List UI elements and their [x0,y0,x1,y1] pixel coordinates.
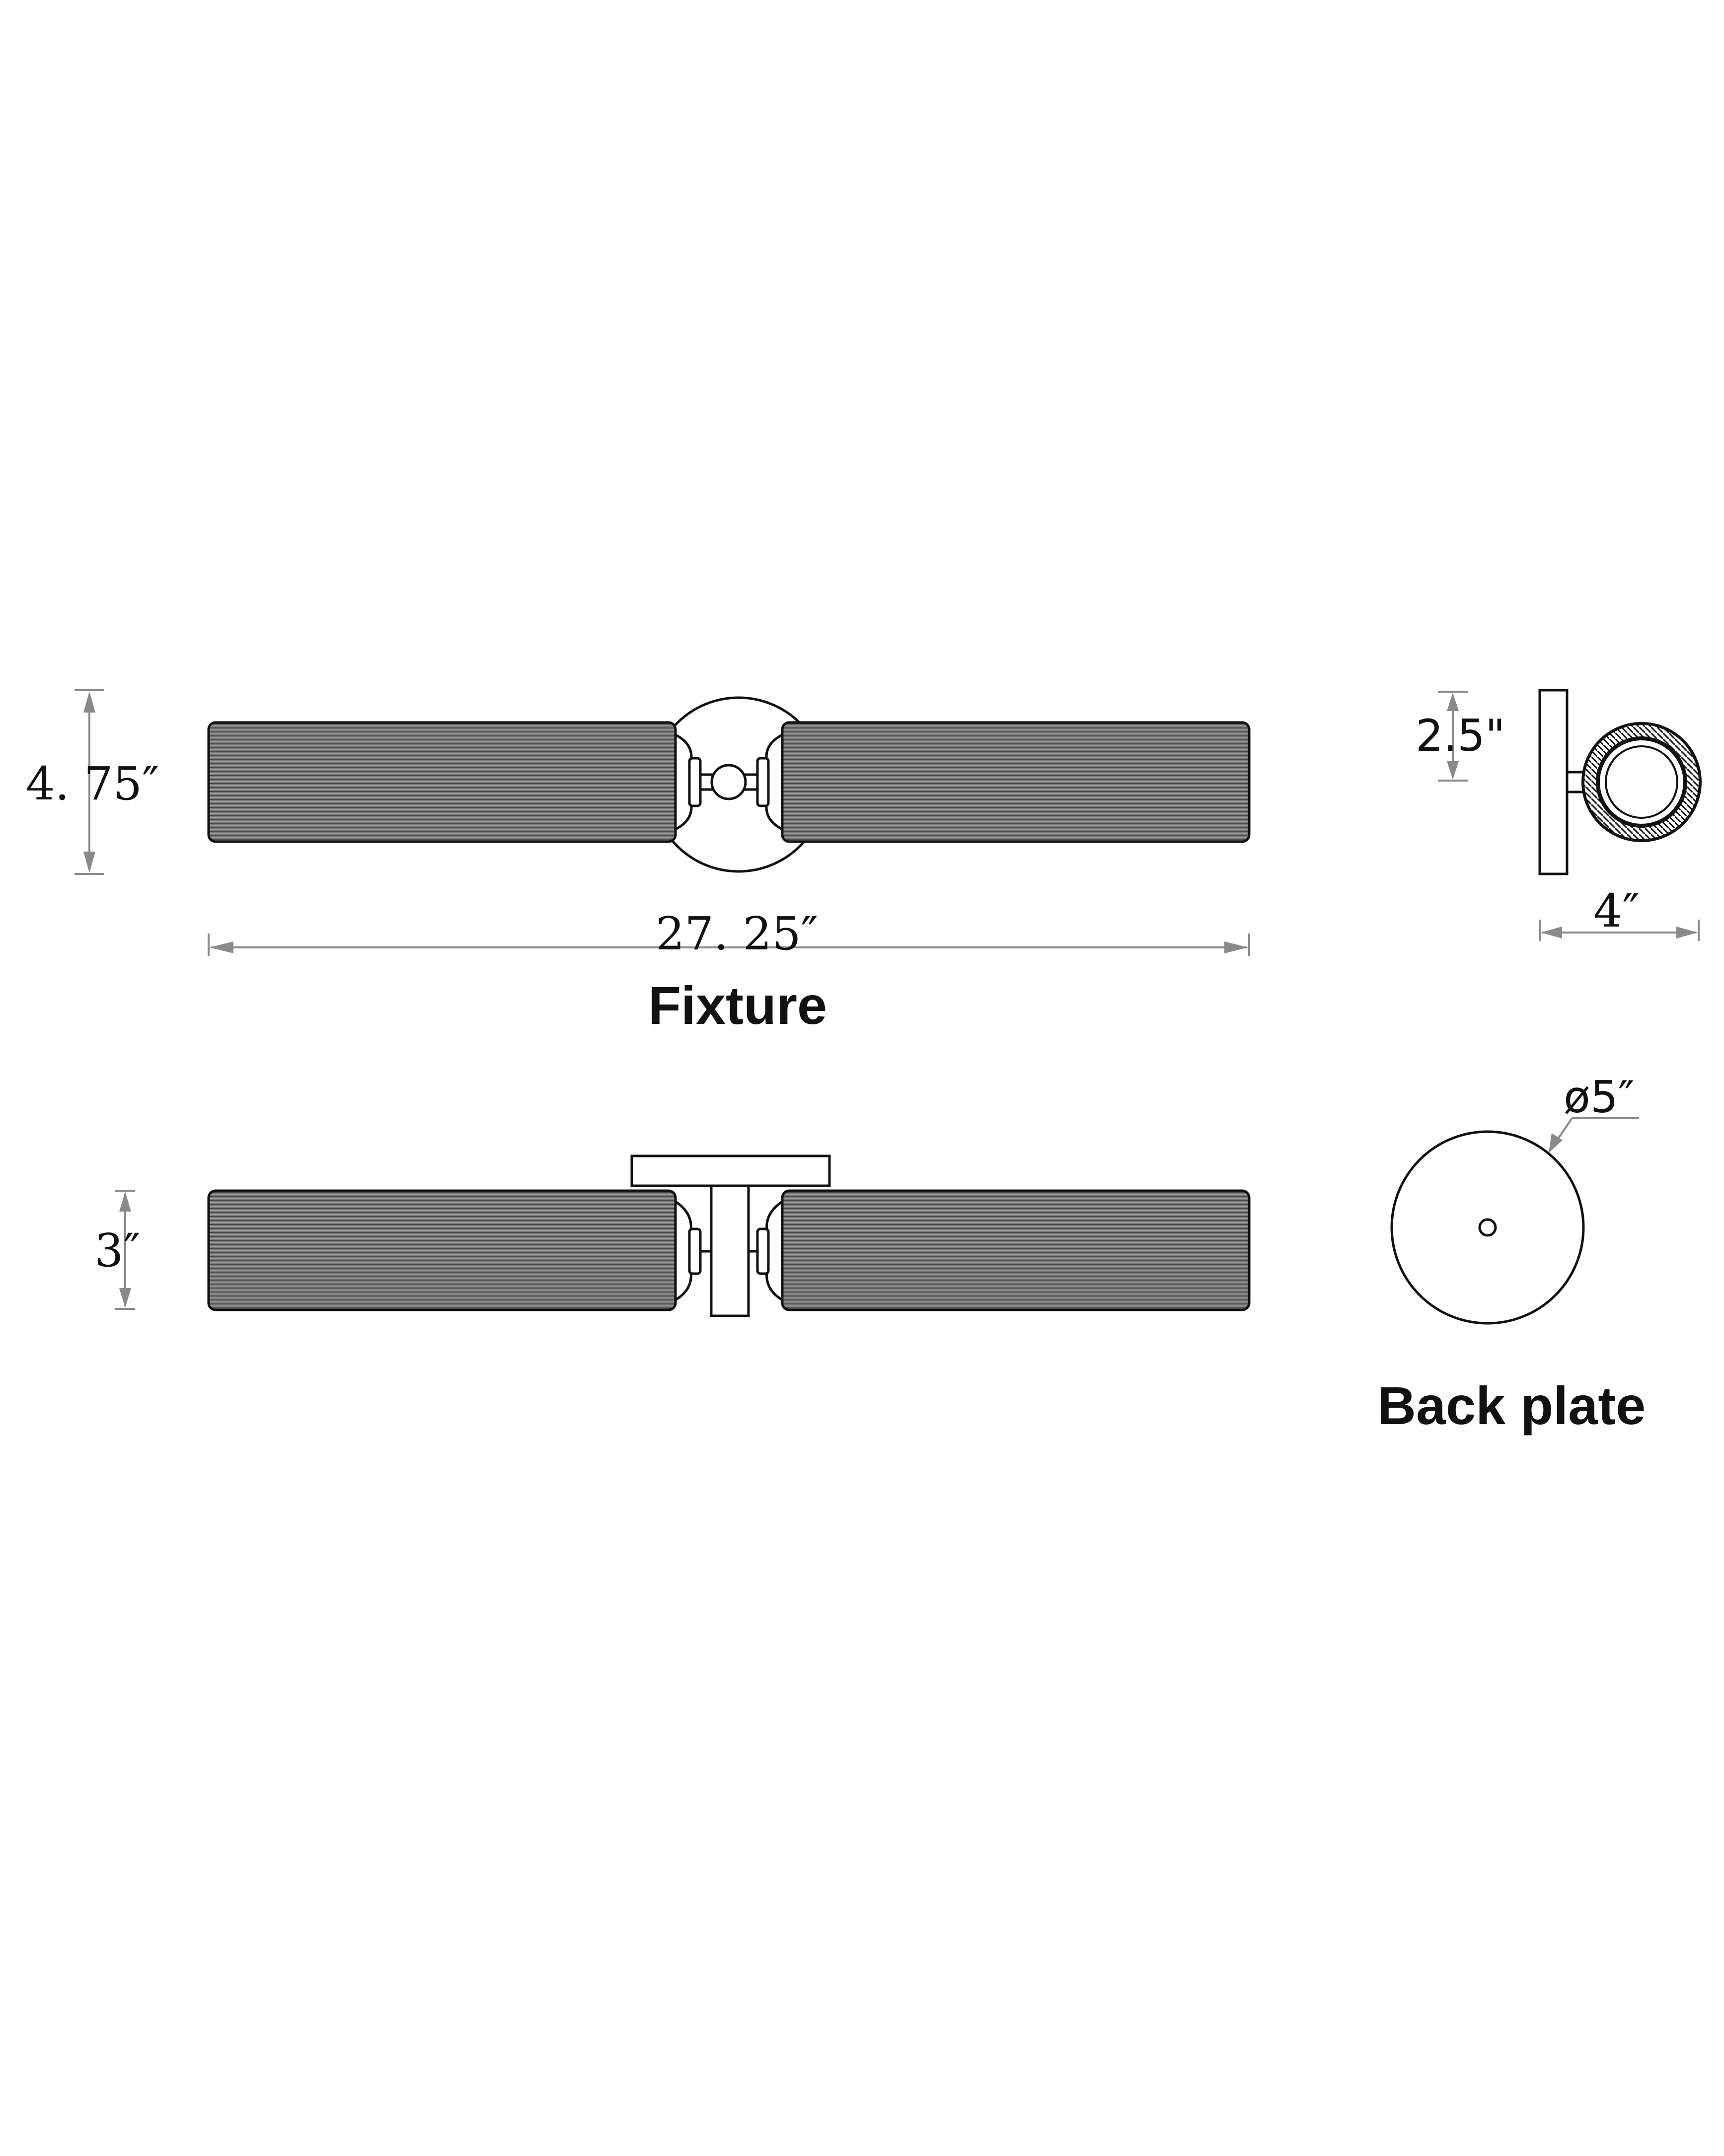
plate-diameter-label: ø5″ [1564,1072,1635,1123]
back-plate-view: ø5″ Back plate [1377,1072,1646,1436]
plate-diameter-dimension: ø5″ [1549,1072,1639,1153]
side-shade-ring [1581,722,1702,842]
bottom-height-dimension: 3″ [94,1190,141,1310]
side-view: 2.5" 4″ [1416,689,1702,941]
side-depth-dimension: 4″ [1539,884,1700,941]
bottom-arm [710,1184,750,1317]
front-width-dimension: 27. 25″ [208,907,1250,960]
bottom-left-shade [207,1189,677,1311]
front-left-shade [207,721,677,843]
front-socket-assembly [674,732,784,832]
bottom-right-shade [781,1189,1251,1311]
front-width-label: 27. 25″ [656,907,818,960]
side-height-label: 2.5" [1416,710,1505,761]
bottom-back-plate [630,1154,831,1187]
bottom-height-label: 3″ [94,1224,141,1277]
front-view: 4. 75″ 27. 25″ Fixture [26,689,1251,1035]
back-plate-center-hole [1478,1218,1497,1237]
side-depth-label: 4″ [1593,884,1640,937]
bottom-socket-assembly [674,1199,784,1302]
fixture-caption: Fixture [648,975,827,1035]
front-height-dimension: 4. 75″ [26,689,159,875]
side-height-dimension: 2.5" [1416,691,1505,782]
back-plate-caption: Back plate [1377,1375,1646,1436]
front-right-shade [781,721,1251,843]
bottom-view: 3″ [94,1154,1251,1317]
front-height-label: 4. 75″ [26,757,159,810]
side-back-plate [1538,689,1569,875]
